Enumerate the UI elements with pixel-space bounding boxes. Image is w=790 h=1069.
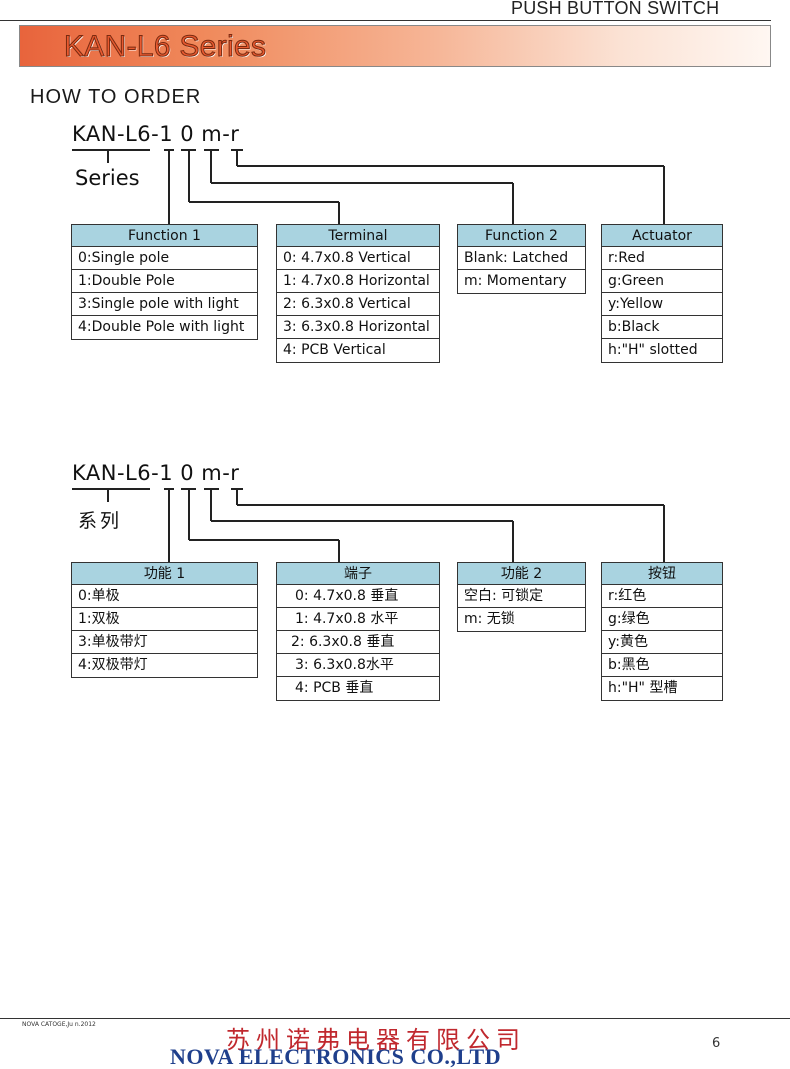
function1-option-cn: 0:单极 (72, 585, 257, 608)
actuator-option: h:"H" slotted (608, 342, 698, 358)
actuator-option-cn: y:黄色 (602, 631, 722, 654)
terminal-option: 1: 4.7x0.8 Horizontal (277, 270, 439, 293)
catalog-note: NOVA CATOGE,Ju n.2012 (22, 1021, 96, 1028)
function1-option: 4:Double Pole with light (78, 319, 245, 335)
actuator-header-cn: 按钮 (602, 563, 722, 585)
function1-option-cn: 1:双极 (72, 608, 257, 631)
function1-option-cn: 4:双极带灯 (78, 657, 148, 673)
terminal-option: 2: 6.3x0.8 Vertical (277, 293, 439, 316)
actuator-option: b:Black (602, 316, 722, 339)
page-number: 6 (712, 1036, 721, 1051)
ordering-code: KAN-L6-1 0 m-r (72, 122, 240, 146)
function2-table: Function 2 Blank: Latched m: Momentary (457, 224, 586, 294)
function2-header-cn: 功能 2 (458, 563, 585, 585)
function1-option: 1:Double Pole (72, 270, 257, 293)
function2-option-cn: 空白: 可锁定 (458, 585, 585, 608)
company-name-cn: 苏州诺弗电器有限公司 (226, 1026, 526, 1054)
terminal-table-cn: 端子 0: 4.7x0.8 垂直 1: 4.7x0.8 水平 2: 6.3x0.… (276, 562, 440, 701)
actuator-option-cn: r:红色 (602, 585, 722, 608)
actuator-header: Actuator (602, 225, 722, 247)
actuator-table: Actuator r:Red g:Green y:Yellow b:Black … (601, 224, 723, 363)
actuator-option: y:Yellow (602, 293, 722, 316)
terminal-header-cn: 端子 (277, 563, 439, 585)
function2-option-cn: m: 无锁 (464, 611, 515, 627)
function1-option: 0:Single pole (72, 247, 257, 270)
actuator-option: r:Red (602, 247, 722, 270)
series-banner: KAN-L6 Series (19, 25, 771, 67)
actuator-option-cn: b:黑色 (602, 654, 722, 677)
terminal-option-cn: 0: 4.7x0.8 垂直 (277, 585, 439, 608)
function1-table-cn: 功能 1 0:单极 1:双极 3:单极带灯 4:双极带灯 (71, 562, 258, 678)
company-name-en: NOVA ELECTRONICS CO.,LTD (170, 1044, 502, 1069)
function1-header: Function 1 (72, 225, 257, 247)
actuator-option-cn: g:绿色 (602, 608, 722, 631)
series-label-cn: 系列 (78, 510, 123, 532)
footer-divider (0, 1018, 790, 1019)
series-title: KAN-L6 Series (63, 30, 267, 64)
header-divider (0, 20, 771, 21)
how-to-order-heading: HOW TO ORDER (30, 86, 202, 108)
terminal-option: 0: 4.7x0.8 Vertical (277, 247, 439, 270)
function2-option: Blank: Latched (458, 247, 585, 270)
terminal-table: Terminal 0: 4.7x0.8 Vertical 1: 4.7x0.8 … (276, 224, 440, 363)
terminal-header: Terminal (277, 225, 439, 247)
actuator-table-cn: 按钮 r:红色 g:绿色 y:黄色 b:黑色 h:"H" 型槽 (601, 562, 723, 701)
function1-option-cn: 3:单极带灯 (72, 631, 257, 654)
function1-header-cn: 功能 1 (72, 563, 257, 585)
series-label: Series (75, 166, 140, 190)
terminal-option-cn: 3: 6.3x0.8水平 (277, 654, 439, 677)
terminal-option-cn: 4: PCB 垂直 (295, 680, 374, 696)
terminal-option-cn: 1: 4.7x0.8 水平 (277, 608, 439, 631)
terminal-option: 3: 6.3x0.8 Horizontal (277, 316, 439, 339)
ordering-code-cn: KAN-L6-1 0 m-r (72, 461, 240, 485)
function1-option: 3:Single pole with light (72, 293, 257, 316)
function2-header: Function 2 (458, 225, 585, 247)
function2-option: m: Momentary (464, 273, 567, 289)
category-heading: PUSH BUTTON SWITCH (511, 0, 720, 18)
function1-table: Function 1 0:Single pole 1:Double Pole 3… (71, 224, 258, 340)
terminal-option-cn: 2: 6.3x0.8 垂直 (277, 631, 439, 654)
actuator-option-cn: h:"H" 型槽 (608, 680, 678, 696)
actuator-option: g:Green (602, 270, 722, 293)
function2-table-cn: 功能 2 空白: 可锁定 m: 无锁 (457, 562, 586, 632)
terminal-option: 4: PCB Vertical (283, 342, 386, 358)
